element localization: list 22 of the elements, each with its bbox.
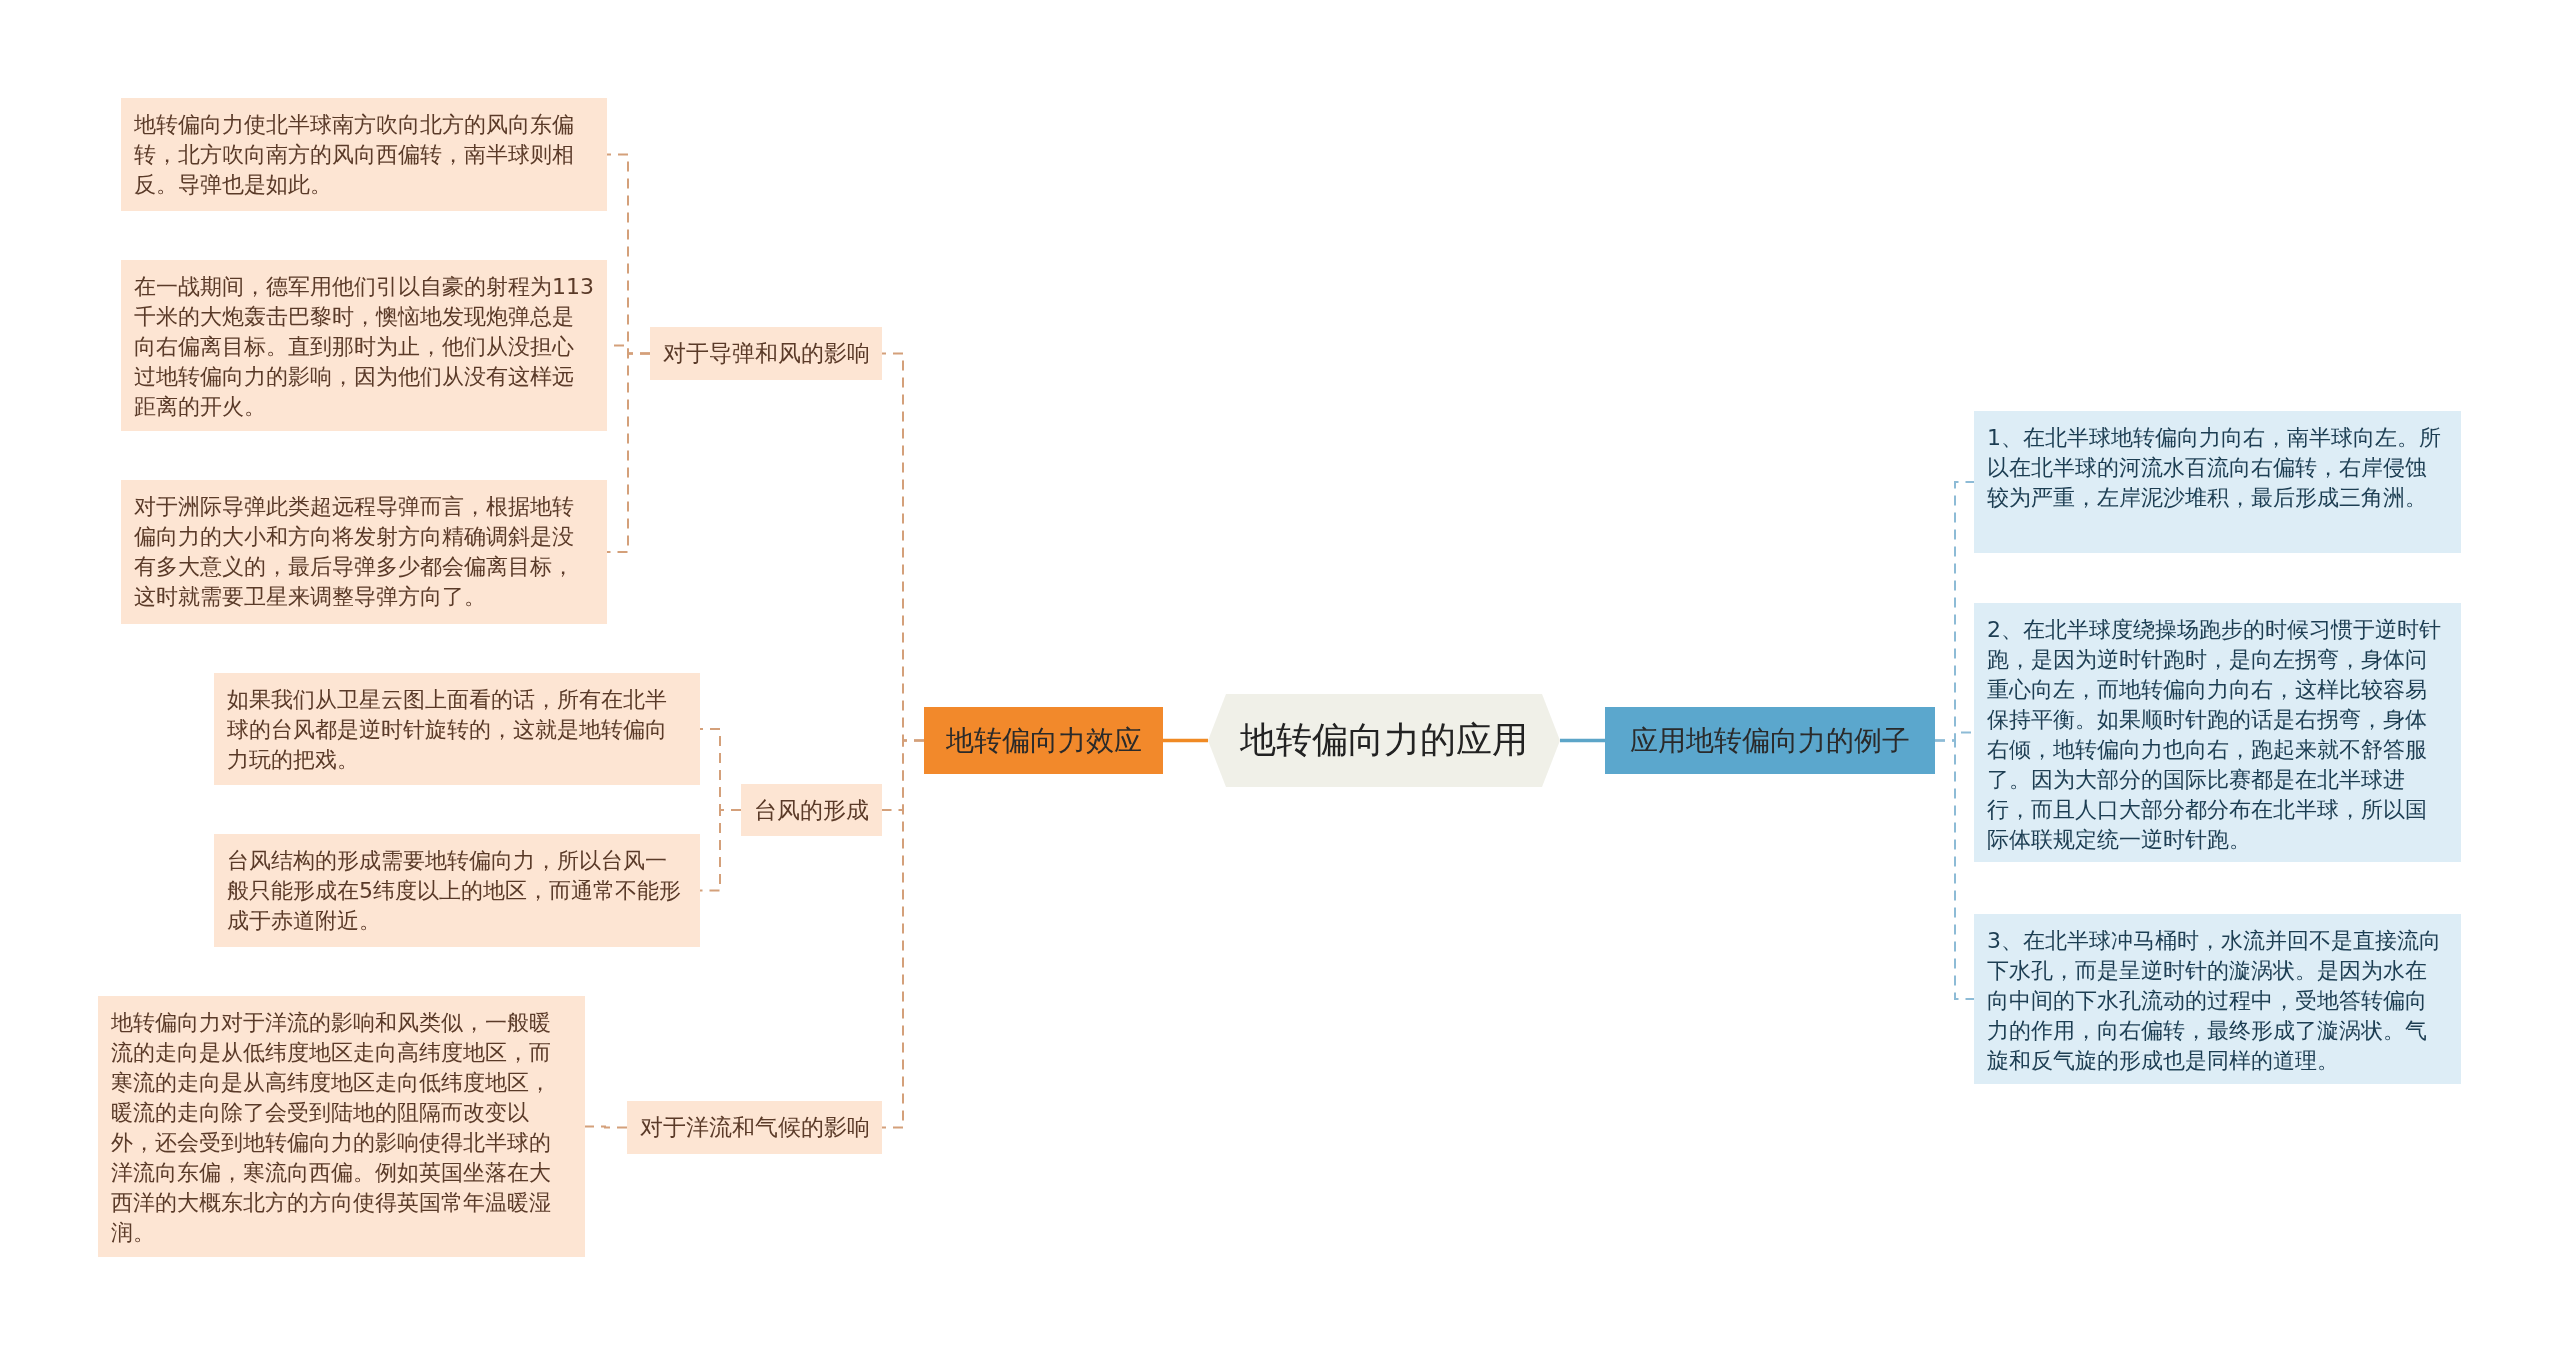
note-box: 地转偏向力对于洋流的影响和风类似，一般暖流的走向是从低纬度地区走向高纬度地区，而寒流的走向是从高纬度地区走向低纬度地区，暖流的走向除了会受到陆地的阻隔而改变以外，还会受到地转偏向力的影响使得北半球的洋流向东偏，寒流向西偏。例如英国坐落在大西洋的大概东北方的方向使得英国常年温暖湿润。 xyxy=(98,996,585,1257)
note-box: 3、在北半球冲马桶时，水流并回不是直接流向下水孔，而是呈逆时针的漩涡状。是因为水在向中间的下水孔流动的过程中，受地答转偏向力的作用，向右偏转，最终形成了漩涡状。气旋和反气旋的形成也是同样的道理。 xyxy=(1974,914,2461,1084)
connector-line xyxy=(584,1125,628,1129)
note-box: 地转偏向力使北半球南方吹向北方的风向东偏转，北方吹向南方的风向西偏转，南半球则相反。导弹也是如此。 xyxy=(121,98,607,211)
note-box: 在一战期间，德军用他们引以自豪的射程为113千米的大炮轰击巴黎时，懊恼地发现炮弹总是向右偏离目标。直到那时为止，他们从没担心过地转偏向力的影响，因为他们从没有这样远距离的开火。 xyxy=(121,260,607,431)
note-box: 1、在北半球地转偏向力向右，南半球向左。所以在北半球的河流水百流向右偏转，右岸侵蚀较为严重，左岸泥沙堆积，最后形成三角洲。 xyxy=(1974,411,2461,553)
connector-line xyxy=(699,809,742,892)
branch-topic: 应用地转偏向力的例子 xyxy=(1605,707,1935,774)
subtopic-box: 对于洋流和气候的影响 xyxy=(627,1101,882,1154)
connector-line xyxy=(606,352,651,553)
subtopic-box: 台风的形成 xyxy=(741,784,882,836)
note-box: 2、在北半球度绕操场跑步的时候习惯于逆时针跑，是因为逆时针跑时，是向左拐弯，身体问重心向左，而地转偏向力向右，这样比较容易保持平衡。如果顺时针跑的话是右拐弯，身体右倾，地转偏向力也向右，跑起来就不舒答服了。因为大部分的国际比赛都是在北半球进行，而且人口大部分都分布在北半球，所以国际体联规定统一逆时针跑。 xyxy=(1974,603,2461,862)
subtopic-box: 对于导弹和风的影响 xyxy=(650,327,882,380)
connector-line xyxy=(1163,738,1208,743)
connector-line xyxy=(881,739,925,1129)
branch-topic: 地转偏向力效应 xyxy=(924,707,1163,774)
connector-line xyxy=(1560,738,1605,743)
central-topic: 地转偏向力的应用 xyxy=(1208,694,1560,787)
note-box: 如果我们从卫星云图上面看的话，所有在北半球的台风都是逆时针旋转的，这就是地转偏向力玩的把戏。 xyxy=(214,673,700,785)
note-box: 对于洲际导弹此类超远程导弹而言，根据地转偏向力的大小和方向将发射方向精确调斜是没有多大意义的，最后导弹多少都会偏离目标，这时就需要卫星来调整导弹方向了。 xyxy=(121,480,607,624)
note-box: 台风结构的形成需要地转偏向力，所以台风一般只能形成在5纬度以上的地区，而通常不能形成于赤道附近。 xyxy=(214,834,700,947)
connector-line xyxy=(1934,739,1975,1000)
